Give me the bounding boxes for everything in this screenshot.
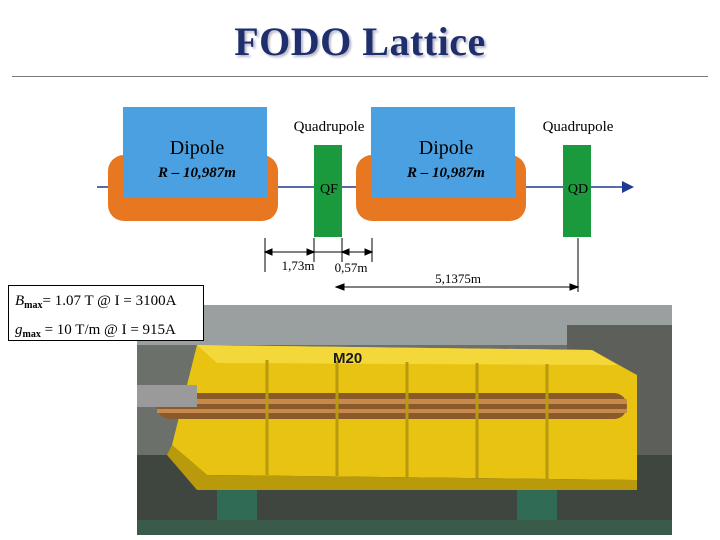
dipole-2-yoke [371, 107, 515, 198]
magnet-tag: M20 [333, 350, 363, 367]
qf-label: QF [320, 182, 338, 197]
gmax-line: gmax = 10 T/m @ I = 915A [15, 322, 176, 340]
dipole-2-label: Dipole [419, 137, 474, 159]
slide-title: FODO Lattice [234, 19, 486, 64]
fodo-diagram: Dipole R – 10,987m Quadrupole QF Dipole … [97, 107, 634, 292]
qd-label: QD [568, 182, 588, 197]
page-number: 4 [688, 518, 695, 532]
dipole-2-radius: R – 10,987m [406, 165, 485, 181]
dim-quad-length-label: 0,57m [335, 260, 368, 275]
qd-magnet [563, 145, 591, 237]
qd-caption: Quadrupole [543, 119, 614, 135]
beam-arrow-icon [622, 181, 634, 193]
dipole-1-radius: R – 10,987m [157, 165, 236, 181]
quadrupole-qd: Quadrupole QD [543, 119, 614, 237]
dipole-1-label: Dipole [170, 137, 225, 159]
dimension-lines [263, 238, 580, 292]
magnet-parameters-box: Bmax= 1.07 T @ I = 3100A gmax = 10 T/m @… [8, 285, 204, 341]
title-divider [12, 76, 708, 77]
magnet-photo: M20 [137, 305, 672, 535]
dipole-1: Dipole R – 10,987m [108, 107, 278, 221]
quadrupole-qf: Quadrupole QF [294, 119, 365, 237]
dipole-2: Dipole R – 10,987m [356, 107, 526, 221]
qf-caption: Quadrupole [294, 119, 365, 135]
bmax-line: Bmax= 1.07 T @ I = 3100A [15, 293, 177, 311]
magnet-photo-drawing [137, 305, 672, 535]
dipole-1-yoke [123, 107, 267, 198]
qf-magnet [314, 145, 342, 237]
dim-gap-label: 1,73m [282, 258, 315, 273]
dim-period-label: 5,1375m [435, 271, 481, 286]
